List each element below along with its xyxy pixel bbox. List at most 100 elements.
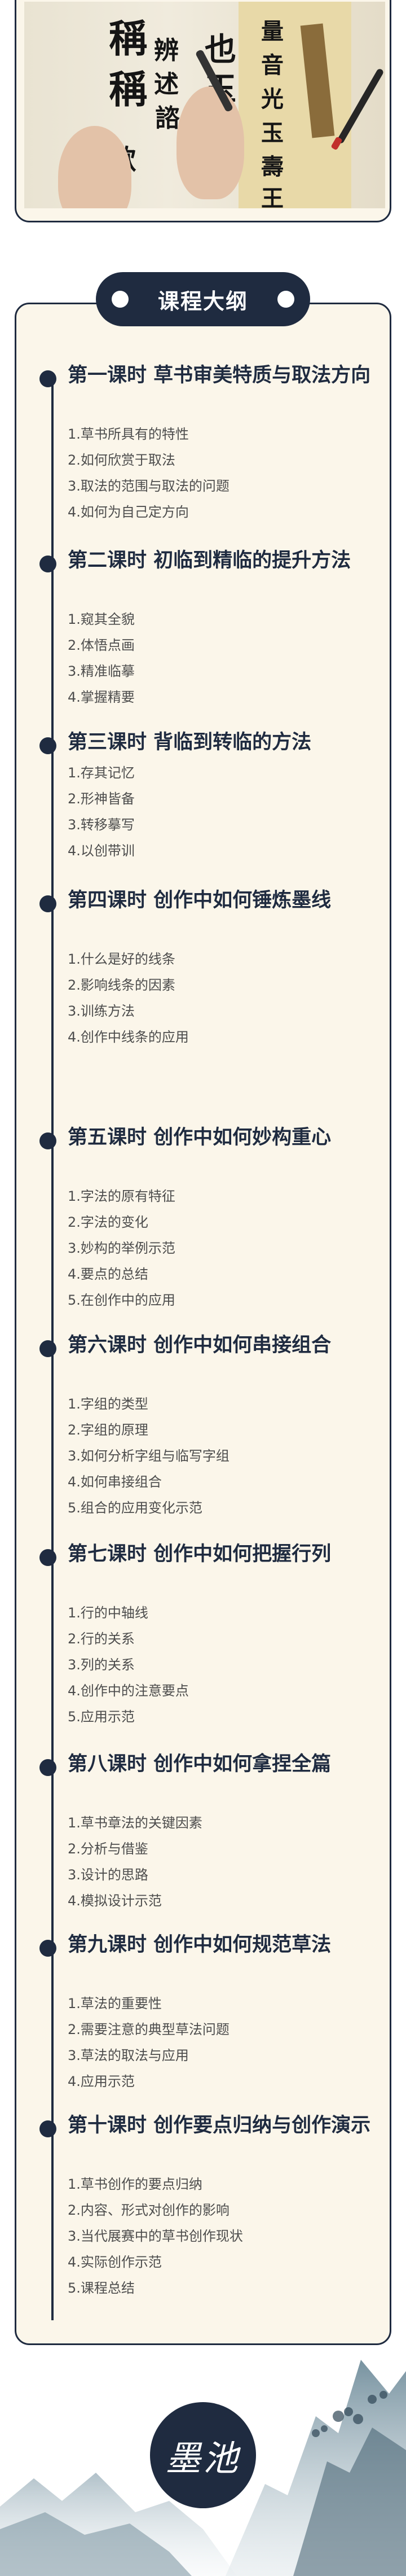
- lesson-item: 4.创作中线条的应用: [68, 1029, 189, 1045]
- lesson-item: 3.精准临摹: [68, 663, 135, 679]
- glyph-16: 王: [261, 185, 284, 208]
- lesson-title: 第八课时 创作中如何拿捏全篇: [68, 1753, 332, 1775]
- lesson-item: 3.设计的思路: [68, 1867, 148, 1883]
- glyph-11: 量: [261, 18, 284, 45]
- tree-cluster: [312, 2391, 387, 2437]
- lesson-item: 4.模拟设计示范: [68, 1893, 162, 1909]
- lesson-bullet: [39, 895, 56, 912]
- glyph-7: 也: [205, 31, 236, 68]
- lesson-items: 1.行的中轴线 2.行的关系 3.列的关系 4.创作中的注意要点 5.应用示范: [68, 1600, 378, 1730]
- lesson-bullet: [39, 737, 56, 754]
- lesson-item: 2.行的关系: [68, 1631, 135, 1647]
- lesson-title: 第十课时 创作要点归纳与创作演示: [68, 2114, 371, 2137]
- lesson-title: 第九课时 创作中如何规范草法: [68, 1934, 332, 1956]
- lesson-item: 1.什么是好的线条: [68, 951, 175, 967]
- glyph-15: 壽: [261, 154, 284, 180]
- lesson-bullet: [39, 556, 56, 572]
- lesson-item: 1.字组的类型: [68, 1396, 148, 1412]
- glyph-14: 玉: [261, 120, 284, 146]
- lesson-bullet: [39, 1759, 56, 1776]
- header-dot-right: [277, 291, 294, 308]
- lesson-item: 4.要点的总结: [68, 1266, 148, 1282]
- seal-text: 墨池: [165, 2438, 240, 2479]
- header-dot-left: [112, 291, 129, 308]
- glyph-3: 述: [154, 70, 179, 99]
- outline-title: 课程大纲: [157, 288, 248, 314]
- lesson-item: 2.影响线条的因素: [68, 977, 175, 993]
- lesson-item: 3.如何分析字组与临写字组: [68, 1448, 230, 1464]
- lesson-item: 3.列的关系: [68, 1657, 135, 1673]
- lesson-title: 第五课时 创作中如何妙构重心: [68, 1126, 332, 1149]
- lesson-items: 1.什么是好的线条 2.影响线条的因素 3.训练方法 4.创作中线条的应用: [68, 946, 378, 1050]
- hand-right: [176, 86, 244, 199]
- lesson-items: 1.存其记忆 2.形神皆备 3.转移摹写 4.以创带训: [68, 760, 378, 864]
- lesson-item: 1.行的中轴线: [68, 1605, 148, 1621]
- lesson-item: 1.草书所具有的特性: [68, 426, 189, 442]
- seal-logo: 墨池: [150, 2402, 256, 2508]
- mountain-left-dark: [0, 2512, 192, 2576]
- photo-card: 稱 辨 述 歌 稱 諮 也 玉 乏 五 量 音 光 玉 壽 王: [15, 0, 391, 222]
- lesson-bullet: [39, 1132, 56, 1149]
- lesson-item: 3.草法的取法与应用: [68, 2048, 189, 2063]
- lesson-item: 4.创作中的注意要点: [68, 1683, 189, 1699]
- lesson-item: 1.草书创作的要点归纳: [68, 2176, 202, 2192]
- lesson-title: 第六课时 创作中如何串接组合: [68, 1334, 332, 1357]
- lesson-item: 3.当代展赛中的草书创作现状: [68, 2228, 243, 2244]
- lesson-item: 4.应用示范: [68, 2074, 135, 2089]
- outline-header: 课程大纲: [96, 272, 310, 326]
- lesson-bullet: [39, 1940, 56, 1957]
- lesson-item: 2.分析与借鉴: [68, 1841, 148, 1857]
- glyph-5: 稱: [109, 67, 148, 112]
- calligraphy-photo: 稱 辨 述 歌 稱 諮 也 玉 乏 五 量 音 光 玉 壽 王: [24, 2, 385, 208]
- glyph-13: 光: [261, 86, 284, 112]
- lesson-items: 1.草书所具有的特性 2.如何欣赏于取法 3.取法的范围与取法的问题 4.如何为…: [68, 421, 378, 525]
- lesson-item: 1.字法的原有特征: [68, 1188, 175, 1204]
- lesson-item: 2.字法的变化: [68, 1214, 148, 1230]
- lesson-items: 1.草法的重要性 2.需要注意的典型草法问题 3.草法的取法与应用 4.应用示范: [68, 1991, 378, 2094]
- lesson-title: 第七课时 创作中如何把握行列: [68, 1543, 332, 1565]
- lesson-item: 3.取法的范围与取法的问题: [68, 478, 230, 494]
- ink-landscape-decoration: [0, 2360, 406, 2576]
- glyph-1: 稱: [109, 16, 148, 62]
- glyph-12: 音: [261, 52, 284, 78]
- lesson-item: 2.内容、形式对创作的影响: [68, 2202, 230, 2218]
- lesson-item: 5.应用示范: [68, 1709, 135, 1725]
- lesson-item: 1.草法的重要性: [68, 1996, 162, 2011]
- lesson-items: 1.字组的类型 2.字组的原理 3.如何分析字组与临写字组 4.如何串接组合 5…: [68, 1391, 378, 1521]
- lesson-item: 2.如何欣赏于取法: [68, 452, 175, 468]
- lesson-item: 4.如何为自己定方向: [68, 504, 189, 520]
- lesson-item: 2.体悟点画: [68, 637, 135, 653]
- lesson-item: 4.以创带训: [68, 843, 135, 859]
- lesson-item: 2.字组的原理: [68, 1422, 148, 1438]
- lesson-item: 1.草书章法的关键因素: [68, 1815, 202, 1831]
- lesson-bullet: [39, 2120, 56, 2137]
- lesson-item: 2.需要注意的典型草法问题: [68, 2022, 230, 2037]
- lesson-title: 第三课时 背临到转临的方法: [68, 731, 312, 754]
- lesson-items: 1.字法的原有特征 2.字法的变化 3.妙构的举例示范 4.要点的总结 5.在创…: [68, 1183, 378, 1313]
- lesson-item: 4.如何串接组合: [68, 1474, 162, 1490]
- lesson-item: 5.课程总结: [68, 2280, 135, 2296]
- lesson-item: 3.转移摹写: [68, 817, 135, 833]
- lesson-item: 5.组合的应用变化示范: [68, 1500, 202, 1516]
- lesson-item: 4.实际创作示范: [68, 2254, 162, 2270]
- lesson-item: 1.存其记忆: [68, 765, 135, 781]
- lesson-title: 第二课时 初临到精临的提升方法: [68, 549, 351, 572]
- lesson-item: 2.形神皆备: [68, 791, 135, 807]
- hand-left: [58, 126, 131, 208]
- lesson-bullet: [39, 1549, 56, 1566]
- lesson-item: 3.训练方法: [68, 1003, 135, 1019]
- lesson-item: 3.妙构的举例示范: [68, 1240, 175, 1256]
- mountain-right-dark: [293, 2428, 406, 2576]
- yellow-paper: [239, 2, 351, 208]
- lesson-title: 第一课时 草书审美特质与取法方向: [68, 364, 371, 387]
- glyph-6: 諮: [155, 104, 180, 133]
- lesson-item: 5.在创作中的应用: [68, 1292, 175, 1308]
- lesson-items: 1.草书章法的关键因素 2.分析与借鉴 3.设计的思路 4.模拟设计示范: [68, 1810, 378, 1914]
- lesson-bullet: [39, 1340, 56, 1357]
- outline-card: [15, 303, 391, 2345]
- lesson-items: 1.草书创作的要点归纳 2.内容、形式对创作的影响 3.当代展赛中的草书创作现状…: [68, 2171, 378, 2301]
- lesson-item: 1.窥其全貌: [68, 611, 135, 627]
- glyph-2: 辨: [154, 36, 179, 65]
- lesson-item: 4.掌握精要: [68, 689, 135, 705]
